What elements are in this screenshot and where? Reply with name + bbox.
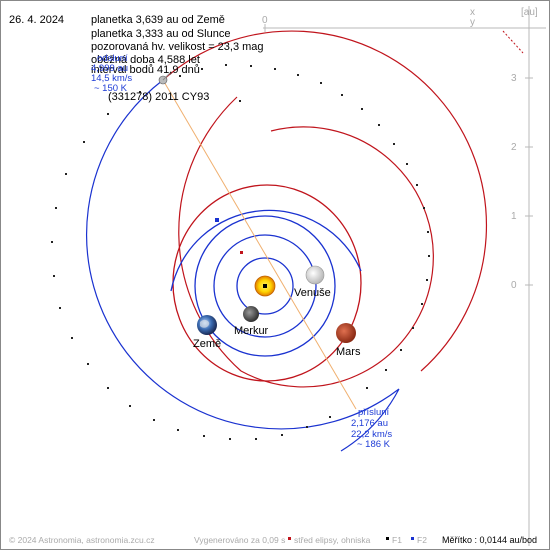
legend-f2-marker [411,537,414,540]
aphelion-temp: ~ 150 K [94,83,128,94]
mars-orbit-blue [170,209,362,292]
aphelion-distance: 4,999 au [91,63,128,74]
y-tick-1: 1 [511,211,517,222]
mercury-label: Merkur [234,325,269,337]
axis-unit: [au] [521,7,538,18]
asteroid-orbit-red-outer [162,30,488,372]
footer-f2: F2 [417,535,427,545]
asteroid-orbit-below-ecliptic [86,79,400,452]
x-tick-0: 0 [262,15,268,26]
info-period: oběžná doba 4,588 let [91,54,200,66]
date-label: 26. 4. 2024 [9,14,64,26]
aphelion-speed: 14,5 km/s [91,73,132,84]
ellipse-center [240,251,243,254]
legend-center-marker [288,537,291,540]
y-tick-3: 3 [511,73,517,84]
footer-legend-center: střed elipsy, ohniska [294,535,371,545]
footer-scale: Měřítko : 0,0144 au/bod [442,535,537,545]
mars-label: Mars [336,346,361,358]
earth-orbit [194,215,336,357]
mars-icon [336,323,356,343]
perihelion-speed: 22,2 km/s [351,429,392,440]
footer: © 2024 Astronomia, astronomia.zcu.cz Vyg… [9,535,537,545]
footer-f1: F1 [392,535,402,545]
focus-f2 [215,218,219,222]
venus-icon [305,265,325,285]
apsidal-line [162,79,357,410]
x-axis: 0 x [au] y [262,7,546,32]
y-tick-0: 0 [511,280,517,291]
focus-f1 [263,284,267,288]
y-axis: 3 2 1 0 [511,6,533,546]
position-markers [51,64,430,440]
info-earth-distance: planetka 3,639 au od Země [91,14,225,26]
info-interval: interval bodů 41,9 dnů [91,64,200,76]
asteroid-pointer [162,71,172,81]
asteroid-name: (331278) 2011 CY93 [108,91,209,103]
venus-orbit [213,234,317,338]
info-sun-distance: planetka 3,333 au od Slunce [91,28,230,40]
perihelion-distance: 2,176 au [351,418,388,429]
legend-f1-marker [386,537,389,540]
perihelion-label: přísluní [358,407,390,418]
venus-label: Venuše [294,287,331,299]
perihelion-temp: ~ 186 K [357,439,391,450]
y-tick-2: 2 [511,142,517,153]
y-axis-name: y [470,17,475,28]
footer-generated: Vygenerováno za 0,09 s [194,535,285,545]
mercury-orbit [236,257,294,315]
earth-label: Země [193,338,221,350]
x-axis-name: x [470,7,475,18]
info-magnitude: pozorovaná hv. velikost = 23,3 mag [91,41,264,53]
asteroid-orbit-above-ecliptic [178,96,434,388]
aphelion-label: odsluní [97,53,128,64]
mercury-icon [243,306,259,322]
footer-copyright: © 2024 Astronomia, astronomia.zcu.cz [9,535,155,545]
trajectory-fragment [502,30,524,54]
